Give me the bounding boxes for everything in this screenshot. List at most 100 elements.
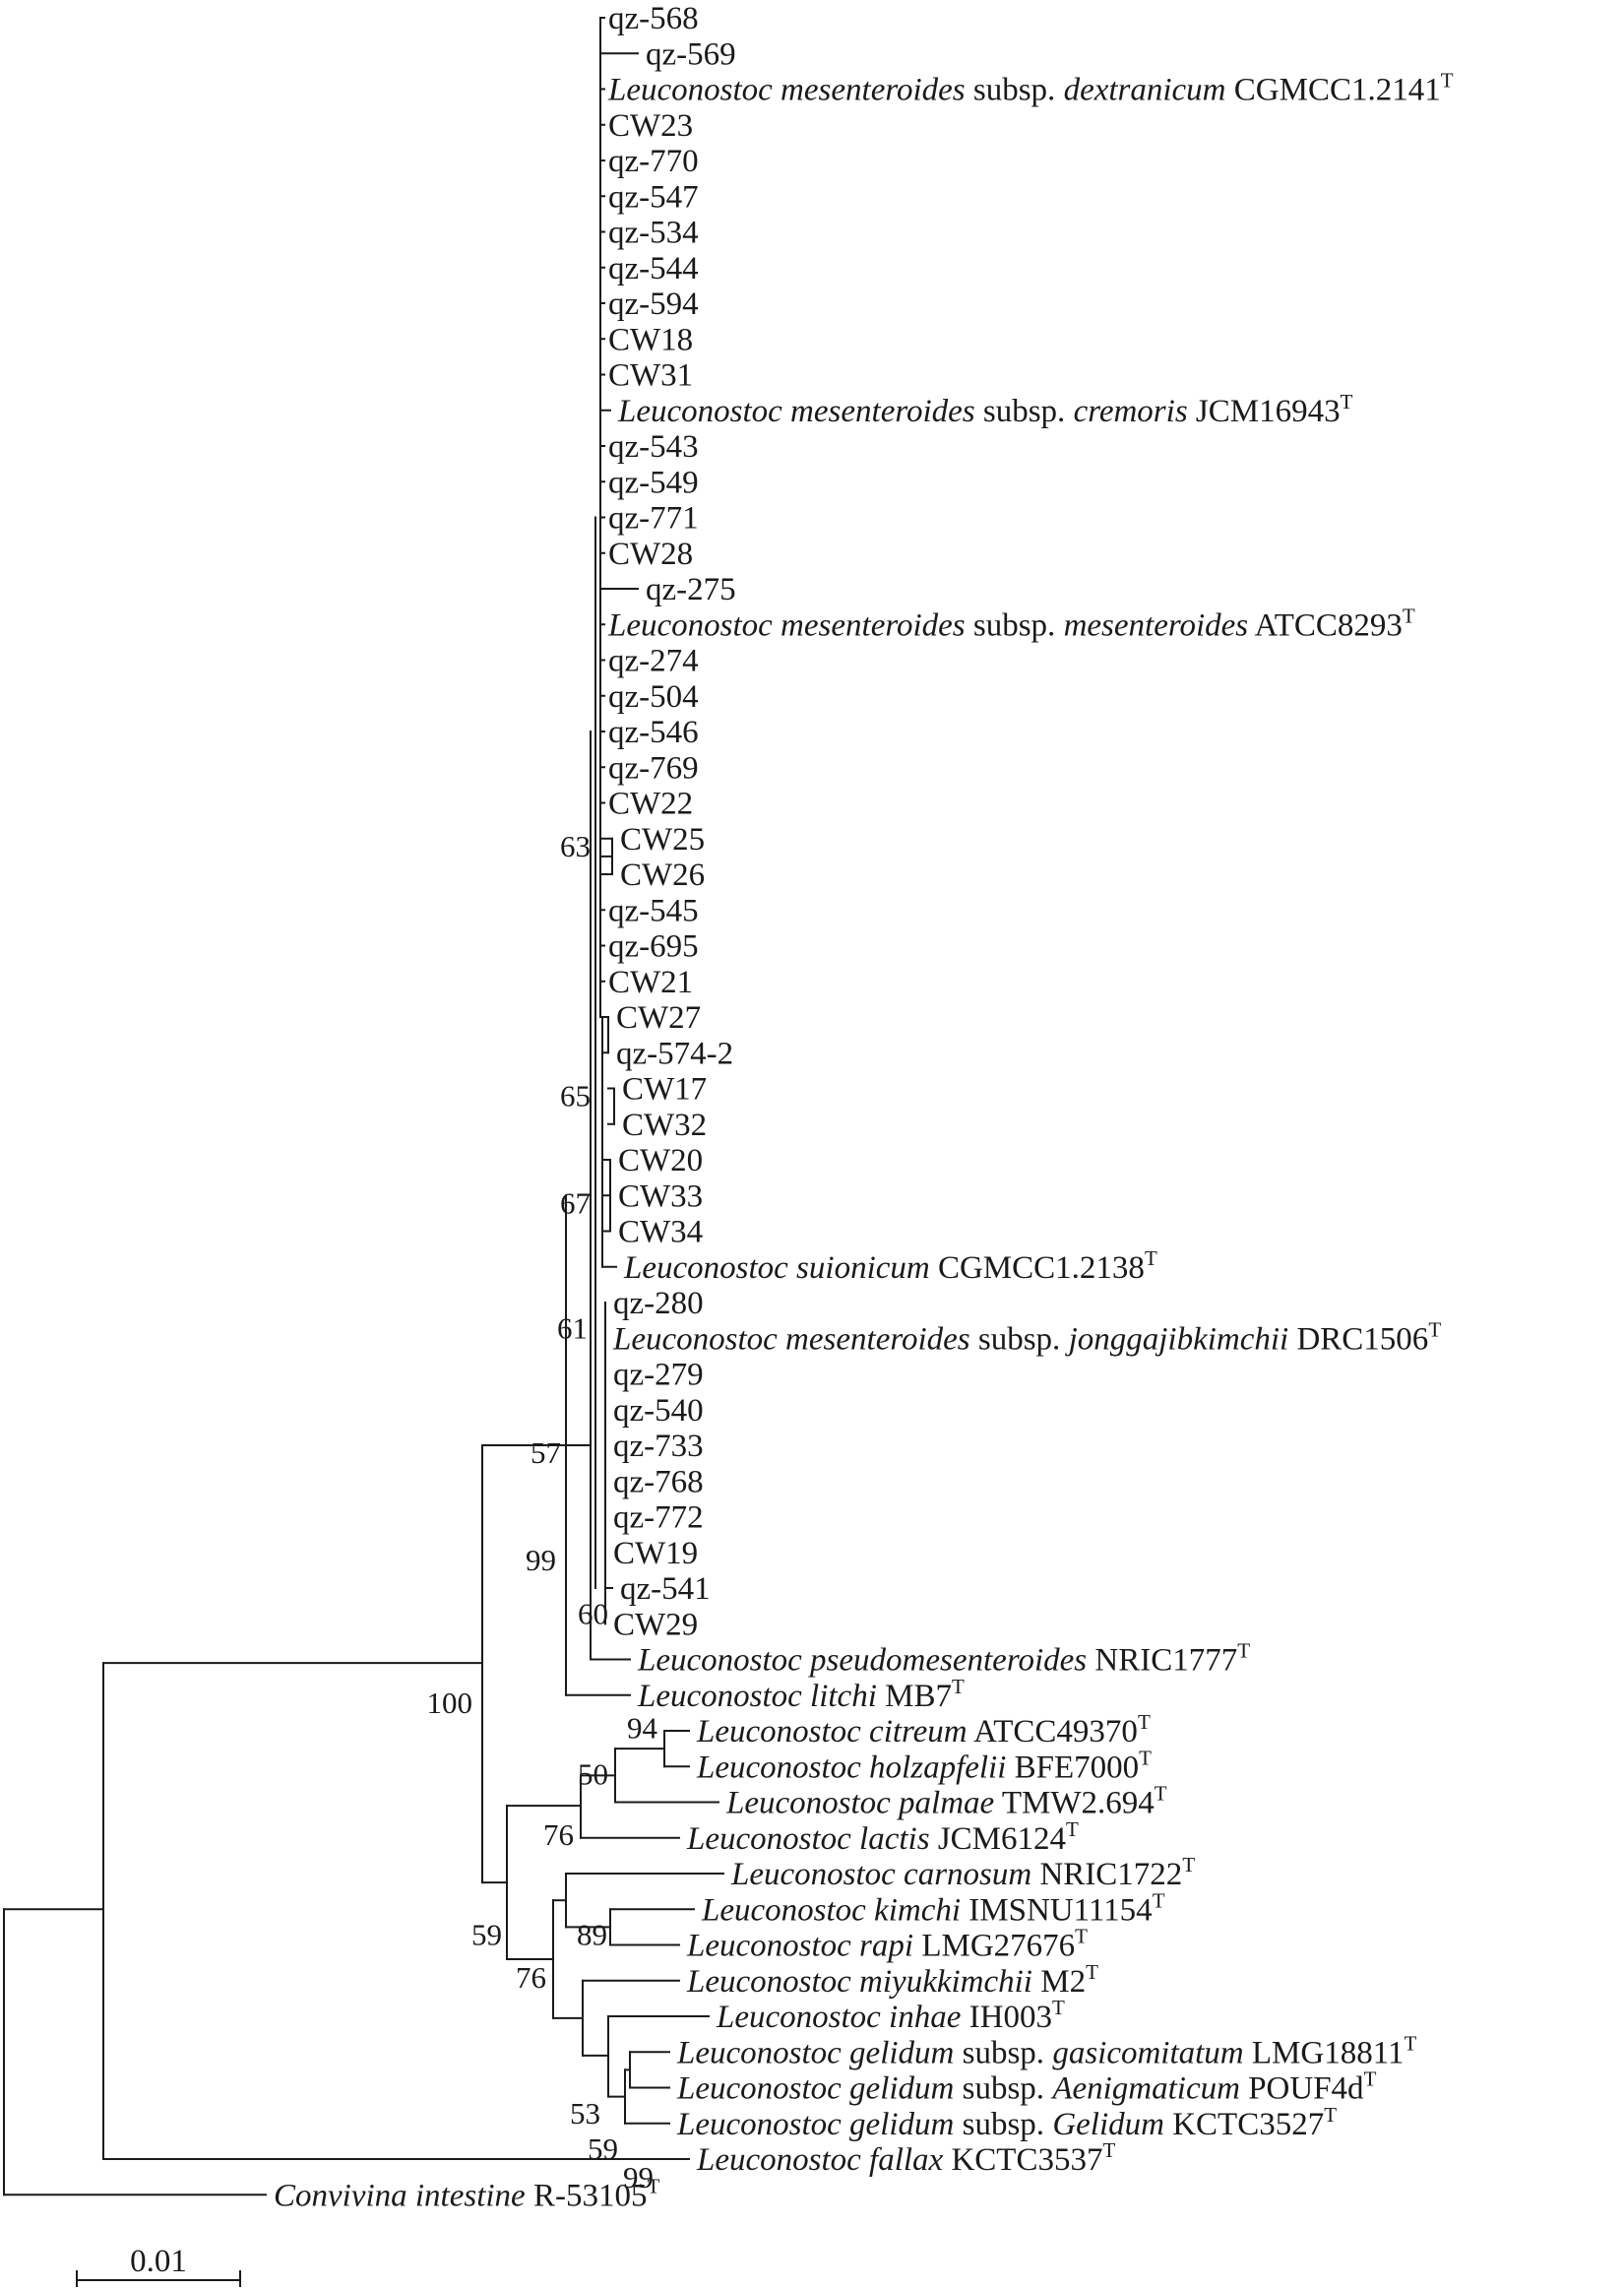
leaf-label-part: CW21 xyxy=(608,965,693,1000)
leaf-label-part: subsp. xyxy=(954,2107,1052,2142)
bootstrap-value: 67 xyxy=(560,1185,591,1220)
leaf-label-part: subsp. xyxy=(954,2071,1052,2107)
leaf-label: CW29 xyxy=(613,1607,698,1642)
leaf-label: qz-541 xyxy=(620,1571,711,1607)
leaf-label-part: Leuconostoc gelidum xyxy=(676,2071,954,2107)
leaf-label-part: qz-733 xyxy=(613,1429,704,1464)
type-strain-mark: T xyxy=(1052,1996,1065,2019)
leaf-label: qz-545 xyxy=(608,893,699,928)
type-strain-mark: T xyxy=(1403,604,1415,627)
leaf-label: qz-549 xyxy=(608,465,699,500)
type-strain-mark: T xyxy=(1364,2067,1377,2091)
leaf-label-part: qz-569 xyxy=(646,36,736,72)
tree-branches xyxy=(3,17,724,2196)
leaf-label-part: qz-547 xyxy=(608,179,699,215)
leaf-label: CW20 xyxy=(618,1143,703,1178)
leaf-label-part: M2 xyxy=(1032,1964,1086,2000)
leaf-label-part: subsp. xyxy=(954,2035,1052,2070)
type-strain-mark: T xyxy=(647,2174,659,2197)
type-strain-mark: T xyxy=(1237,1639,1250,1663)
leaf-label: Leuconostoc kimchi IMSNU11154T xyxy=(701,1888,1165,1928)
leaf-label-part: Leuconostoc pseudomesenteroides xyxy=(637,1643,1087,1679)
leaf-label-part: qz-768 xyxy=(613,1464,704,1499)
leaf-label-part: CW26 xyxy=(620,858,705,893)
bootstrap-value: 76 xyxy=(543,1817,574,1852)
leaf-label-part: CW27 xyxy=(616,1000,701,1036)
leaf-label-part: cremoris xyxy=(1074,394,1188,429)
leaf-label-part: subsp. xyxy=(966,607,1064,643)
leaf-label: Leuconostoc mesenteroides subsp. jonggaj… xyxy=(612,1317,1441,1357)
leaf-label: Leuconostoc suionicum CGMCC1.2138T xyxy=(623,1246,1157,1286)
leaf-label-part: CW19 xyxy=(613,1536,698,1571)
leaf-label: qz-274 xyxy=(608,644,699,679)
leaf-label-part: Leuconostoc citreum xyxy=(696,1714,968,1749)
leaf-label: Leuconostoc litchi MB7T xyxy=(637,1675,965,1714)
bootstrap-value: 99 xyxy=(526,1543,556,1577)
leaf-label: qz-540 xyxy=(613,1393,704,1429)
leaf-label: Leuconostoc gelidum subsp. gasicomitatum… xyxy=(676,2031,1417,2070)
leaf-label-part: NRIC1722 xyxy=(1031,1857,1182,1892)
leaf-label-part: Leuconostoc inhae xyxy=(716,2000,961,2035)
scale-bar: 0.01 xyxy=(76,2244,241,2287)
leaf-label: qz-504 xyxy=(608,679,699,715)
leaf-label: qz-275 xyxy=(646,572,736,607)
leaf-label: Leuconostoc inhae IH003T xyxy=(716,1996,1065,2035)
bootstrap-value: 53 xyxy=(570,2096,600,2131)
bootstrap-value: 89 xyxy=(577,1918,607,1952)
leaf-label-part: R-53105 xyxy=(526,2178,648,2213)
leaf-label-part: DRC1506 xyxy=(1288,1321,1428,1357)
leaf-label-part: POUF4d xyxy=(1240,2071,1364,2107)
leaf-label-part: gasicomitatum xyxy=(1052,2035,1243,2070)
leaf-label: qz-695 xyxy=(608,929,699,965)
bootstrap-value: 50 xyxy=(578,1756,608,1791)
leaf-label-part: qz-594 xyxy=(608,286,699,322)
leaf-label-part: Leuconostoc palmae xyxy=(725,1786,994,1821)
leaf-label-part: CW28 xyxy=(608,537,693,572)
bootstrap-value: 65 xyxy=(560,1079,591,1113)
leaf-label: CW26 xyxy=(620,858,705,893)
leaf-label-part: LMG18811 xyxy=(1244,2035,1405,2070)
leaf-label-part: CW22 xyxy=(608,787,693,822)
leaf-label: qz-280 xyxy=(613,1286,704,1321)
leaf-label: Leuconostoc carnosum NRIC1722T xyxy=(730,1853,1195,1892)
type-strain-mark: T xyxy=(1324,2103,1337,2127)
leaf-label-part: qz-534 xyxy=(608,216,699,251)
leaf-label-part: CGMCC1.2138 xyxy=(930,1250,1145,1286)
bootstrap-value: 100 xyxy=(427,1686,473,1720)
bootstrap-value: 94 xyxy=(627,1710,658,1745)
leaf-label: Leuconostoc mesenteroides subsp. dextran… xyxy=(607,69,1454,108)
leaf-label: Leuconostoc rapi LMG27676T xyxy=(686,1925,1088,1964)
leaf-label-part: NRIC1777 xyxy=(1087,1643,1237,1679)
leaf-label-part: BFE7000 xyxy=(1006,1749,1139,1785)
leaf-label: CW25 xyxy=(620,822,705,858)
leaf-label: Leuconostoc gelidum subsp. Aenigmaticum … xyxy=(676,2067,1377,2107)
leaf-label: qz-568 xyxy=(608,1,699,36)
leaf-label: qz-768 xyxy=(613,1464,704,1499)
type-strain-mark: T xyxy=(952,1675,965,1698)
leaf-label-part: CW18 xyxy=(608,322,693,357)
leaf-label-part: qz-279 xyxy=(613,1358,704,1393)
leaf-label-part: KCTC3537 xyxy=(943,2142,1102,2178)
leaf-label: CW19 xyxy=(613,1536,698,1571)
leaf-label-part: IMSNU11154 xyxy=(961,1892,1153,1928)
leaf-label: qz-546 xyxy=(608,715,699,750)
leaf-label-part: Leuconostoc litchi xyxy=(637,1679,877,1714)
bootstrap-value: 57 xyxy=(531,1435,561,1470)
type-strain-mark: T xyxy=(1139,1746,1152,1769)
leaf-label-part: qz-574-2 xyxy=(616,1036,733,1071)
leaf-label-part: jonggajibkimchii xyxy=(1065,1321,1289,1357)
leaf-label-part: JCM16943 xyxy=(1188,394,1341,429)
leaf-label-part: CGMCC1.2141 xyxy=(1226,73,1441,108)
type-strain-mark: T xyxy=(1145,1246,1157,1270)
leaf-label-part: TMW2.694 xyxy=(994,1786,1155,1821)
leaf-label-part: subsp. xyxy=(975,394,1074,429)
type-strain-mark: T xyxy=(1428,1317,1441,1341)
leaf-label: Leuconostoc miyukkimchii M2T xyxy=(686,1960,1098,2000)
leaf-label: qz-771 xyxy=(608,501,699,537)
leaf-label-part: subsp. xyxy=(966,73,1064,108)
type-strain-mark: T xyxy=(1075,1925,1088,1948)
leaf-label-part: Aenigmaticum xyxy=(1050,2071,1240,2107)
leaf-label-part: qz-545 xyxy=(608,893,699,928)
leaf-label-part: Convivina intestine xyxy=(274,2178,526,2213)
